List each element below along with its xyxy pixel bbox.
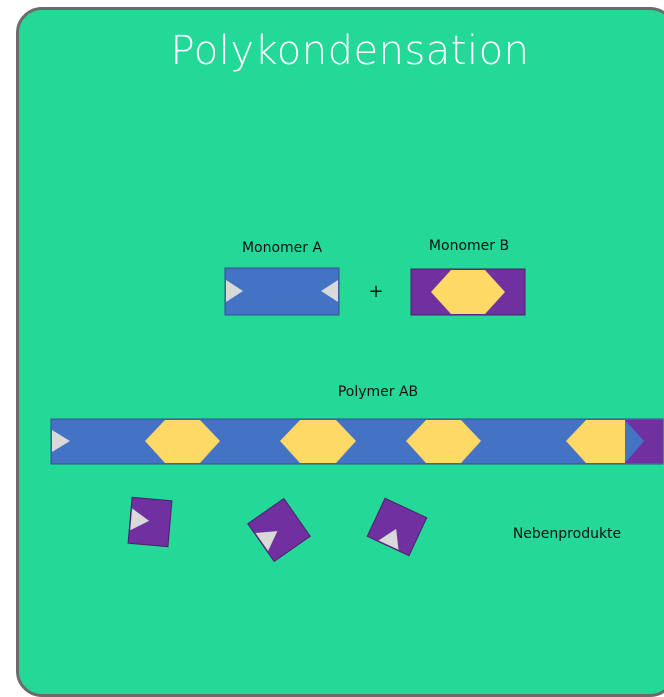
monomer-b: [410, 268, 526, 316]
monomer-a: [224, 267, 340, 316]
plus-sign: +: [368, 281, 383, 302]
monomer-a-label: Monomer A: [242, 240, 323, 256]
polymer-label: Polymer AB: [338, 384, 418, 400]
diagram-title: Polykondensation: [170, 28, 530, 74]
byproducts-label: Nebenprodukte: [513, 526, 621, 542]
polymer-end-b-part: [625, 420, 663, 463]
diagram-card: [16, 7, 664, 697]
byproduct-3: [366, 497, 428, 557]
monomer-a-left-end-group: [226, 280, 243, 302]
polymer-b-unit-4: [566, 420, 625, 463]
monomer-b-core: [431, 270, 505, 314]
monomer-b-label: Monomer B: [429, 238, 509, 254]
byproduct-1: [127, 496, 173, 548]
monomer-a-right-end-group: [321, 280, 338, 302]
polymer-start-end-group: [52, 430, 70, 452]
polymer-b-unit-1: [145, 420, 220, 463]
polymer-chain: [50, 418, 664, 465]
polymer-b-unit-3: [406, 420, 481, 463]
byproduct-2: [247, 497, 311, 563]
diagram-canvas: Monomer A Monomer B + Polymer AB Nebenpr…: [50, 238, 664, 563]
polymer-b-unit-2: [280, 420, 356, 463]
